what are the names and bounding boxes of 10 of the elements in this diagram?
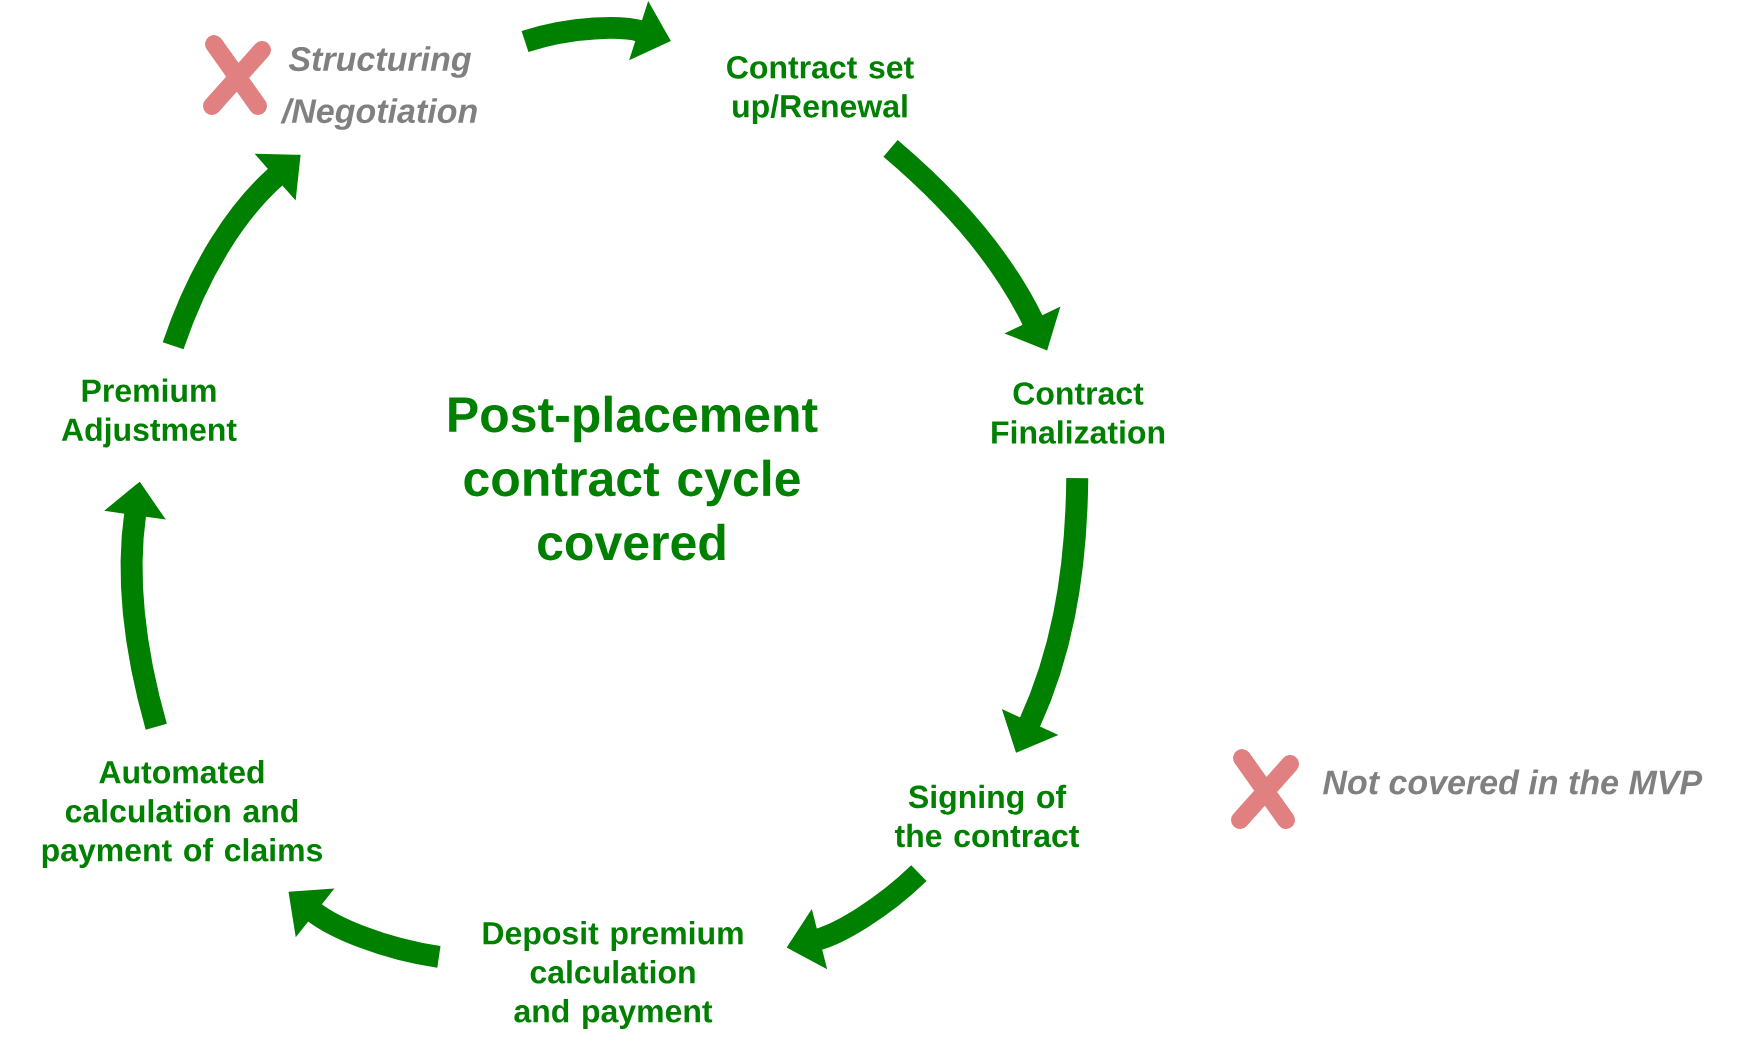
stage-label: Structuring /Negotiation bbox=[280, 46, 477, 130]
stage-label: Automated calculation and payment of claims bbox=[42, 760, 322, 868]
arrow bbox=[162, 153, 301, 350]
title: Post-placement contract cycle covered bbox=[449, 395, 818, 561]
stage-label: Signing of the contract bbox=[894, 784, 1080, 848]
legend-label: Not covered in the MVP bbox=[1323, 769, 1703, 795]
stage-label: Contract set up/Renewal bbox=[727, 56, 914, 124]
stage-label: Contract Finalization bbox=[992, 382, 1165, 444]
stage-label: Premium Adjustment bbox=[61, 378, 237, 448]
stage-label: Deposit premium calculation and payment bbox=[483, 921, 743, 1029]
